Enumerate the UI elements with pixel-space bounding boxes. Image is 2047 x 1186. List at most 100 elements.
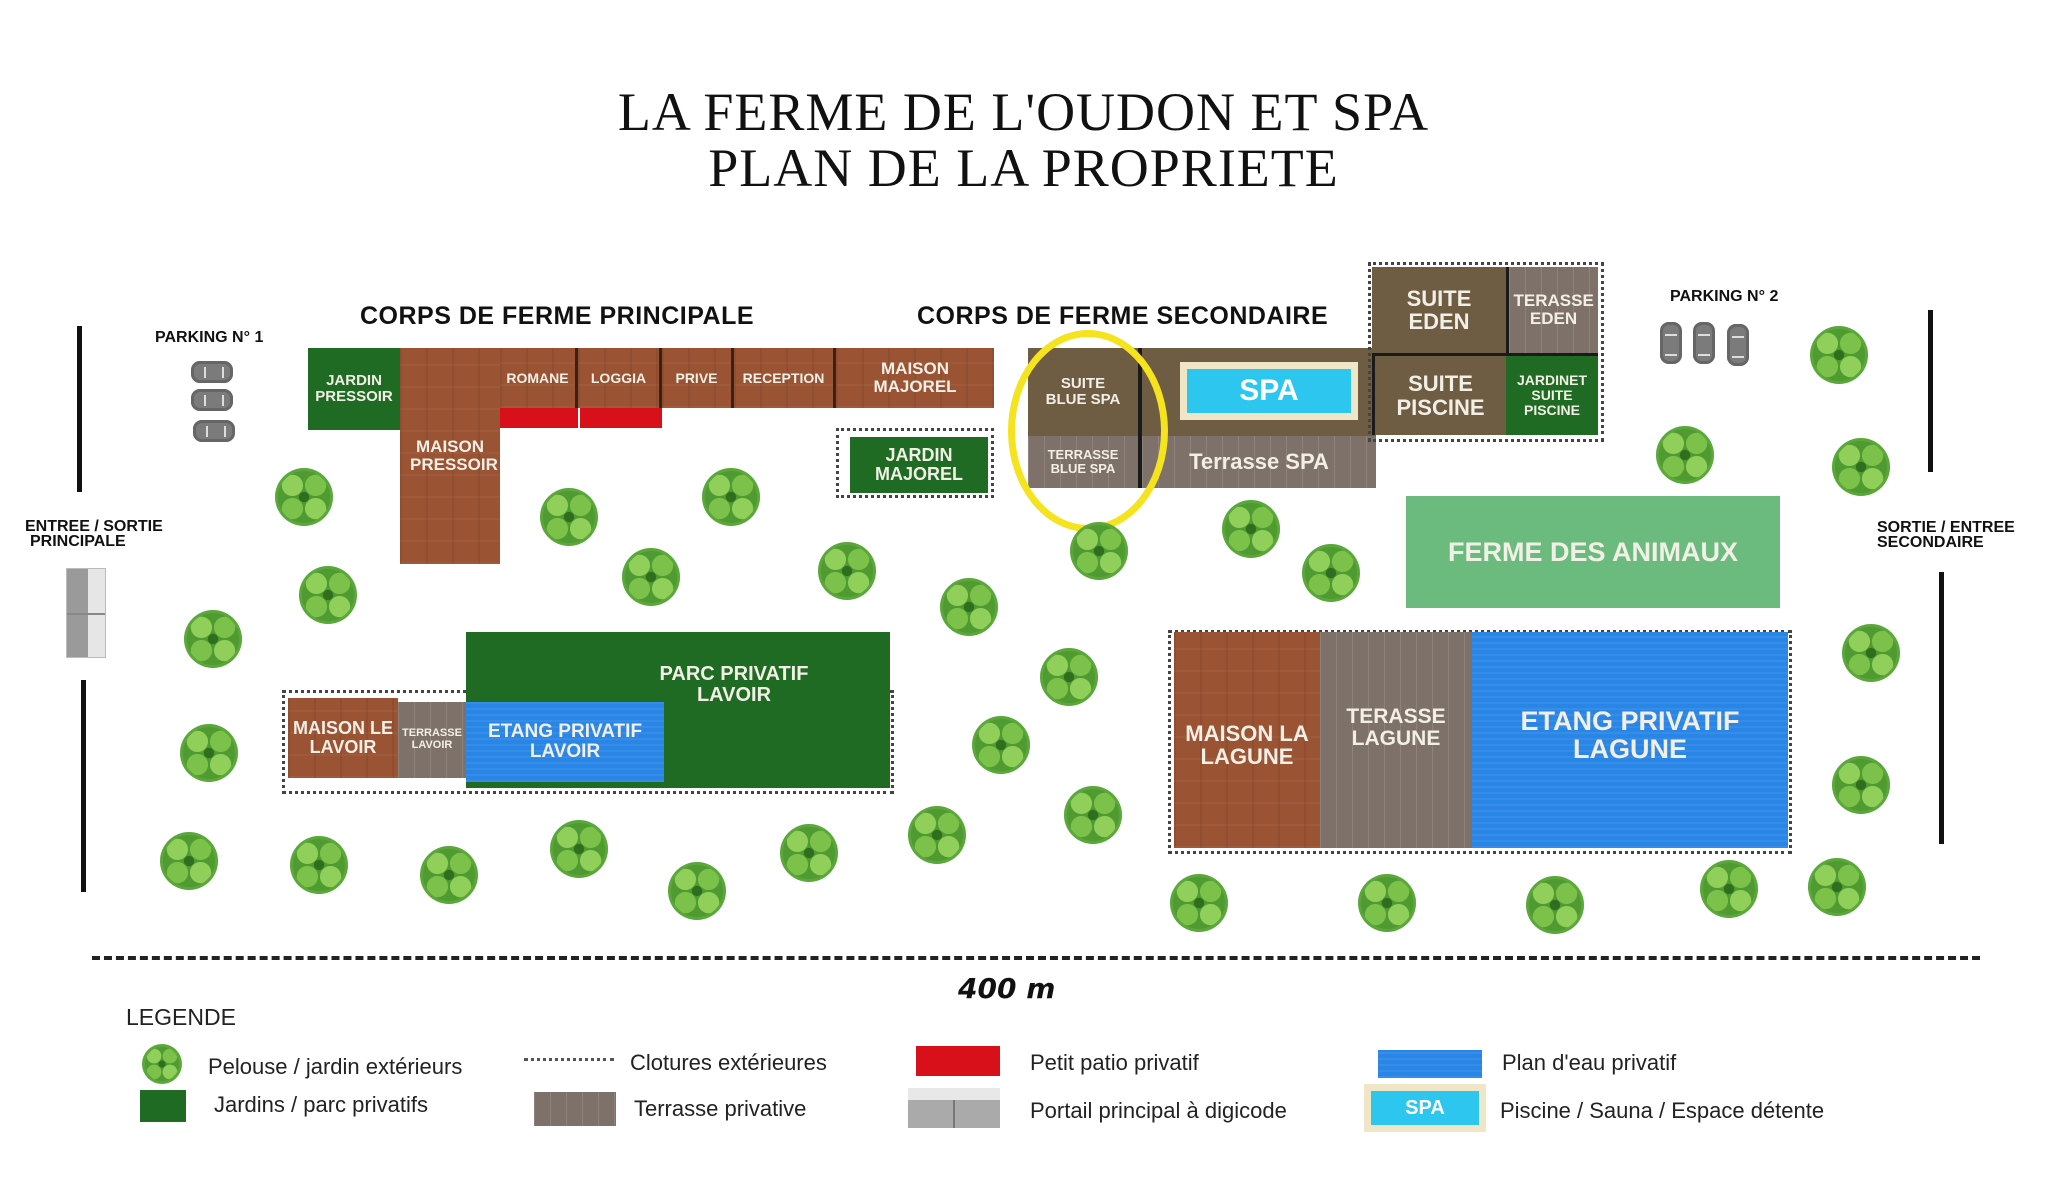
label-corps-principale: CORPS DE FERME PRINCIPALE (360, 302, 755, 330)
legend-label-water: Plan d'eau privatif (1502, 1050, 1677, 1075)
tree-icon (1808, 858, 1866, 916)
car-icon (1693, 322, 1715, 364)
fence-suites (1368, 262, 1604, 442)
zone-maison-pressoir-label: MAISON PRESSOIR (410, 437, 498, 474)
legend-label-lawn: Pelouse / jardin extérieurs (208, 1054, 463, 1079)
legend-terrace-swatch (534, 1092, 616, 1126)
tree-icon (550, 820, 608, 878)
car-icon (1727, 324, 1749, 366)
zone-maison-le-lavoir-label: MAISON LE LAVOIR (293, 718, 394, 757)
legend-tree-icon (142, 1044, 182, 1084)
zone-maison-la-lagune[interactable]: MAISON LA LAGUNE (1174, 632, 1320, 848)
property-boundary-left-lower (81, 680, 86, 892)
legend-label-fences: Clotures extérieures (630, 1050, 827, 1075)
zone-suite-piscine-label: SUITE PISCINE (1396, 371, 1485, 420)
legend-patio-swatch (916, 1046, 1000, 1076)
label-corps-secondaire: CORPS DE FERME SECONDAIRE (917, 302, 1329, 330)
property-boundary-right-lower (1939, 572, 1944, 844)
property-boundary-right-upper (1928, 310, 1933, 472)
zone-romane[interactable]: ROMANE (500, 348, 578, 408)
legend-spa-swatch: SPA (1371, 1091, 1479, 1125)
tree-icon (1810, 326, 1868, 384)
zone-suite-eden-label: SUITE EDEN (1406, 285, 1472, 334)
legend-label-terrace: Terrasse privative (634, 1096, 807, 1121)
zone-terasse-eden-label: TERASSE EDEN (1513, 291, 1594, 328)
tree-icon (290, 836, 348, 894)
scale-label: 400 m (958, 972, 1056, 1005)
tree-icon (540, 488, 598, 546)
zone-jardin-pressoir[interactable]: JARDIN PRESSOIR (308, 348, 400, 430)
car-icon (1660, 322, 1682, 364)
legend-private-garden-swatch (140, 1090, 186, 1122)
zone-maison-la-lagune-label: MAISON LA LAGUNE (1185, 720, 1309, 769)
zone-terasse-eden[interactable]: TERASSE EDEN (1506, 267, 1598, 353)
tree-icon (622, 548, 680, 606)
tree-icon (702, 468, 760, 526)
patio-romane (500, 408, 578, 428)
zone-parc-privatif-lavoir-label: PARC PRIVATIF LAVOIR (659, 663, 809, 706)
legend-gate-icon (908, 1088, 1000, 1128)
zone-terrasse-spa[interactable]: Terrasse SPA (1142, 436, 1376, 488)
tree-icon (1222, 500, 1280, 558)
legend-spa-frame: SPA (1364, 1084, 1486, 1132)
zone-maison-le-lavoir[interactable]: MAISON LE LAVOIR (288, 698, 398, 778)
label-parking-1: PARKING N° 1 (155, 329, 264, 346)
scale-bar (92, 956, 1980, 960)
highlight-circle-blue-spa (1008, 330, 1168, 532)
tree-icon (1358, 874, 1416, 932)
zone-spa[interactable]: SPA (1187, 369, 1351, 413)
zone-etang-privatif-lagune[interactable]: ETANG PRIVATIF LAGUNE (1472, 632, 1788, 848)
tree-icon (1526, 876, 1584, 934)
label-secondary-entrance-line2: SECONDAIRE (1877, 534, 1984, 551)
zone-jardinet-suite-piscine[interactable]: JARDINET SUITE PISCINE (1506, 353, 1598, 435)
label-secondary-entrance-line1: SORTIE / ENTREE (1877, 519, 2015, 536)
tree-icon (299, 566, 357, 624)
zone-reception[interactable]: RECEPTION (734, 348, 836, 408)
tree-icon (780, 824, 838, 882)
zone-etang-privatif-lavoir[interactable]: ETANG PRIVATIF LAVOIR (466, 702, 664, 782)
tree-icon (1832, 438, 1890, 496)
fence-lagune (1168, 630, 1792, 854)
tree-icon (972, 716, 1030, 774)
map-title-line1: LA FERME DE L'OUDON ET SPA (617, 82, 1430, 142)
main-gate-icon (66, 568, 106, 658)
zone-maison-pressoir[interactable]: MAISON PRESSOIR (400, 348, 500, 564)
zone-jardin-majorel-label: JARDIN MAJOREL (874, 445, 963, 484)
tree-icon (908, 806, 966, 864)
zone-maison-majorel-label: MAISON MAJOREL (873, 359, 957, 396)
label-parking-2: PARKING N° 2 (1670, 288, 1779, 305)
car-icon (193, 420, 235, 442)
zone-suite-piscine[interactable]: SUITE PISCINE (1372, 353, 1506, 435)
zone-terrasse-lavoir[interactable]: TERRASSE LAVOIR (398, 702, 466, 778)
tree-icon (1656, 426, 1714, 484)
zone-ferme-des-animaux[interactable]: FERME DES ANIMAUX (1406, 496, 1780, 608)
fence-jardin-majorel (836, 428, 994, 498)
tree-icon (420, 846, 478, 904)
patio-loggia (580, 408, 662, 428)
zone-prive[interactable]: PRIVE (662, 348, 734, 408)
legend-label-gate: Portail principal à digicode (1030, 1098, 1287, 1123)
tree-icon (668, 862, 726, 920)
legend-water-swatch (1378, 1050, 1482, 1078)
tree-icon (160, 832, 218, 890)
zone-maison-majorel[interactable]: MAISON MAJOREL (836, 348, 994, 408)
tree-icon (818, 542, 876, 600)
map-title-line2: PLAN DE LA PROPRIETE (708, 138, 1339, 198)
spa-frame: SPA (1180, 362, 1358, 420)
tree-icon (180, 724, 238, 782)
zone-etang-privatif-lavoir-label: ETANG PRIVATIF LAVOIR (487, 721, 643, 762)
zone-terasse-lagune[interactable]: TERASSE LAGUNE (1320, 632, 1472, 848)
label-main-entrance-line2: PRINCIPALE (30, 533, 126, 550)
tree-icon (1040, 648, 1098, 706)
tree-icon (1700, 860, 1758, 918)
zone-suite-eden[interactable]: SUITE EDEN (1372, 267, 1506, 353)
zone-loggia[interactable]: LOGGIA (578, 348, 662, 408)
tree-icon (1302, 544, 1360, 602)
tree-icon (275, 468, 333, 526)
legend-fence-dots-icon (524, 1058, 614, 1061)
tree-icon (184, 610, 242, 668)
zone-jardin-majorel[interactable]: JARDIN MAJOREL (850, 437, 988, 493)
tree-icon (1170, 874, 1228, 932)
zone-etang-privatif-lagune-label: ETANG PRIVATIF LAGUNE (1520, 705, 1740, 764)
legend-title: LEGENDE (126, 1004, 236, 1030)
